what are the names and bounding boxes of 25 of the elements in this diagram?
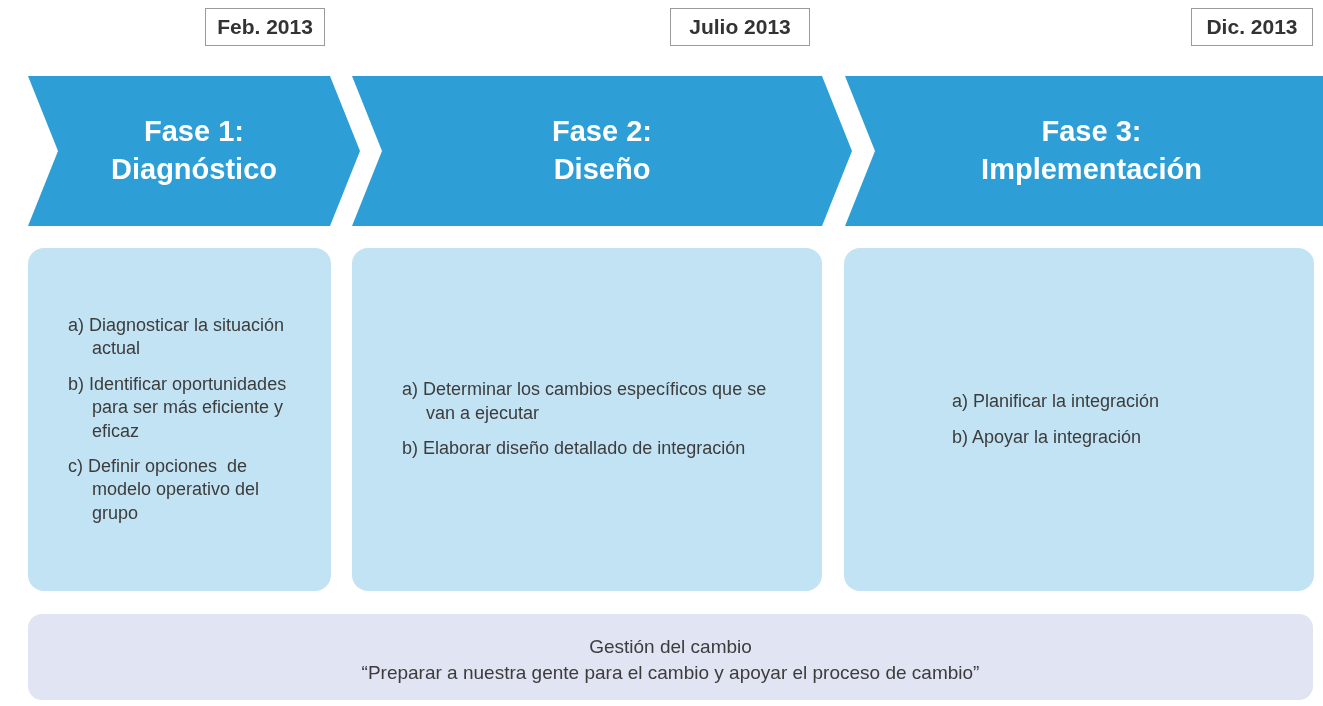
phase-banner [352,76,852,226]
band-quote: “Preparar a nuestra gente para el cambio y apoyar el proceso de cambio” [360,660,981,685]
task-item: b) Identificar oportunidades para ser más eficiente y eficaz [68,372,288,443]
phase-title: Fase 2: Diseño [551,114,653,187]
task-item: c) Definir opciones de modelo operativo del grupo [68,454,261,525]
task-item: a) Diagnosticar la situación actual [68,313,286,361]
phase-card [28,248,331,591]
band-title: Gestión del cambio [588,635,753,659]
phase-card [352,248,822,591]
task-item: b) Apoyar la integración [952,425,1143,449]
date-text: Julio 2013 [689,15,791,39]
date-label [205,8,325,46]
phase-title: Fase 3: Implementación [980,114,1203,187]
date-label [1191,8,1313,46]
phase-title: Fase 1: Diagnóstico [110,114,278,187]
phase-banner [845,76,1323,226]
change-management-band [28,614,1313,700]
phase-card [844,248,1314,591]
date-text: Feb. 2013 [217,15,313,39]
phase-banner [28,76,360,226]
task-item: b) Elaborar diseño detallado de integración [402,437,747,461]
task-item: a) Determinar los cambios específicos que se van a ejecutar [402,378,768,425]
date-label [670,8,810,46]
task-item: a) Planificar la integración [952,390,1161,414]
date-text: Dic. 2013 [1206,15,1298,39]
